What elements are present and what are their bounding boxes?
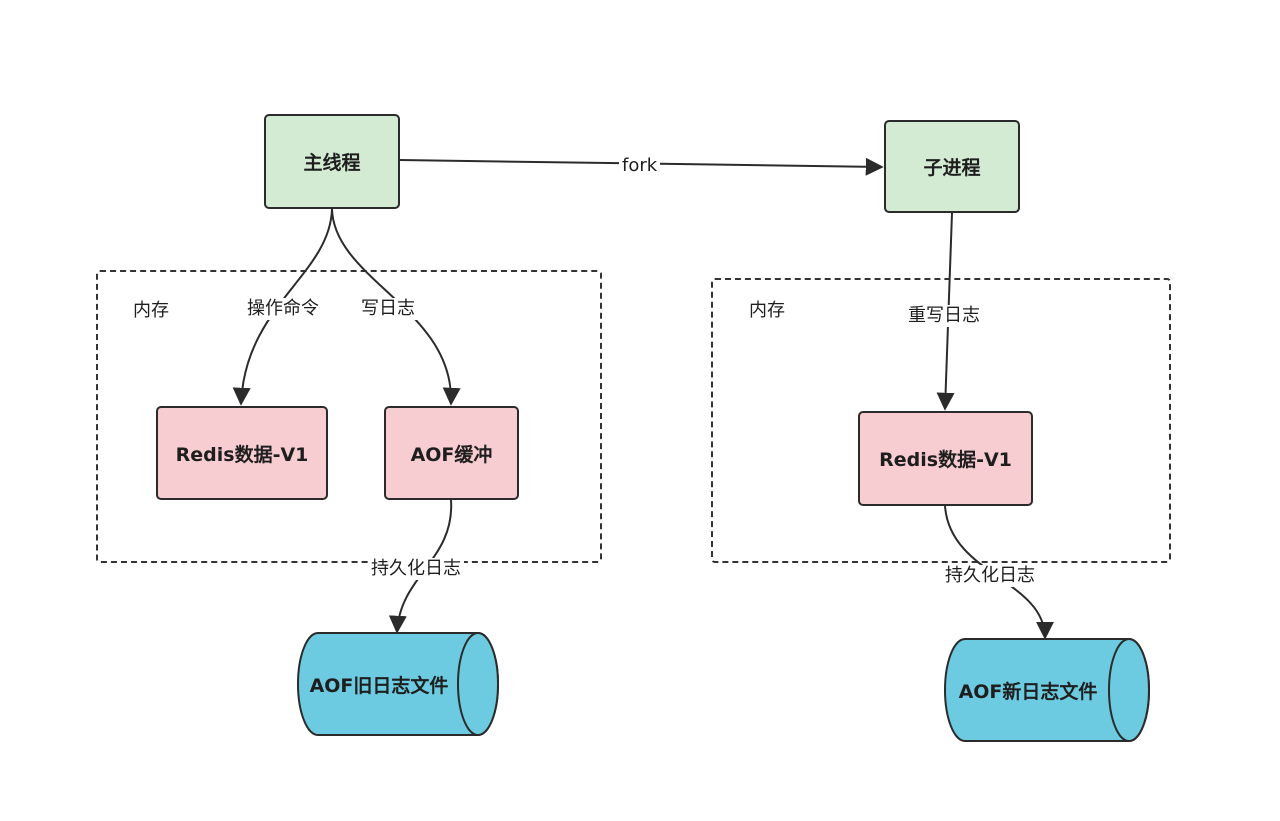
operate-cmd-edge	[232, 208, 333, 406]
aof-old-file-cylinder	[297, 632, 499, 736]
redis-data-right-node: Redis数据-V1	[858, 411, 1033, 506]
fork-edge-label: fork	[619, 155, 661, 177]
memory-region-right	[711, 278, 1171, 563]
write-log-edge-label: 写日志	[358, 298, 418, 320]
child-process-node: 子进程	[884, 120, 1020, 213]
rewrite-log-edge-label: 重写日志	[905, 305, 983, 327]
persist-right-edge-label: 持久化日志	[942, 565, 1038, 587]
main-thread-node: 主线程	[264, 114, 400, 209]
memory-region-left	[96, 270, 602, 563]
memory-region-right-label: 内存	[749, 300, 785, 321]
operate-cmd-edge-label: 操作命令	[244, 298, 322, 320]
aof-buffer-node: AOF缓冲	[384, 406, 519, 500]
aof-new-file-label: AOF新日志文件	[958, 680, 1098, 703]
memory-region-left-label: 内存	[133, 300, 169, 321]
aof-new-file-cylinder	[944, 638, 1150, 742]
write-log-edge	[331, 208, 461, 406]
aof-old-file-label: AOF旧日志文件	[309, 674, 449, 697]
persist-left-edge-label: 持久化日志	[368, 558, 464, 580]
redis-data-left-node: Redis数据-V1	[156, 406, 328, 500]
